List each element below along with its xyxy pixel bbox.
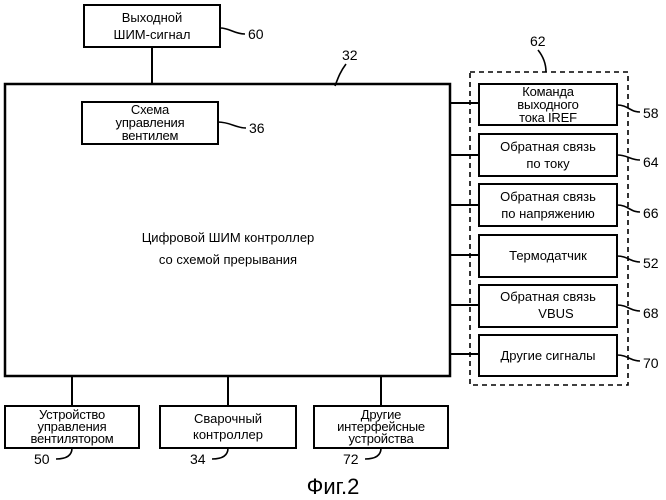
ref-32-label: 32	[342, 47, 358, 63]
ref-32-leader	[335, 64, 346, 86]
ref-62-leader	[538, 50, 546, 72]
other-interfaces-label-3: устройства	[349, 431, 415, 446]
ref-58-label: 58	[643, 105, 659, 121]
ref-34-label: 34	[190, 451, 206, 467]
bottom-wires	[72, 376, 381, 406]
valve-circuit-label-3: вентилем	[122, 128, 179, 143]
ref-50-leader	[56, 448, 72, 459]
voltage-feedback-label-2: по напряжению	[501, 206, 595, 221]
vbus-feedback-label-2: VBUS	[538, 306, 574, 321]
pwm-output-label-1: Выходной	[122, 10, 183, 25]
ref-68-label: 68	[643, 305, 659, 321]
voltage-feedback-block: Обратная связь по напряжению	[479, 184, 617, 226]
ref-34-leader	[212, 448, 228, 459]
ref-64-label: 64	[643, 154, 659, 170]
controller-label-2: со схемой прерывания	[159, 252, 297, 267]
ref-52-label: 52	[643, 255, 659, 271]
ref-62-label: 62	[530, 33, 546, 49]
voltage-feedback-label-1: Обратная связь	[500, 189, 596, 204]
pwm-output-label-2: ШИМ-сигнал	[114, 27, 191, 42]
welding-controller-label-1: Сварочный	[194, 411, 262, 426]
iref-command-label-3: тока IREF	[519, 110, 577, 125]
iref-command-block: Команда выходного тока IREF	[479, 84, 617, 125]
fan-control-label-3: вентилятором	[30, 431, 113, 446]
current-feedback-block: Обратная связь по току	[479, 134, 617, 176]
welding-controller-label-2: контроллер	[193, 427, 263, 442]
welding-controller-block: Сварочный контроллер	[160, 406, 296, 448]
valve-circuit-block: Схема управления вентилем	[82, 102, 218, 144]
ref-60-leader	[220, 28, 245, 34]
controller-label-1: Цифровой ШИМ контроллер	[142, 230, 315, 245]
current-feedback-label-2: по току	[526, 156, 570, 171]
figure-caption: Фиг.2	[307, 474, 360, 499]
ref-72-label: 72	[343, 451, 359, 467]
vbus-feedback-label-1: Обратная связь	[500, 289, 596, 304]
ref-50-label: 50	[34, 451, 50, 467]
other-signals-block: Другие сигналы	[479, 335, 617, 376]
vbus-feedback-block: Обратная связь VBUS	[479, 285, 617, 327]
ref-60-label: 60	[248, 26, 264, 42]
other-signals-label: Другие сигналы	[500, 348, 595, 363]
ref-66-label: 66	[643, 205, 659, 221]
pwm-output-block: Выходной ШИМ-сигнал	[84, 5, 220, 47]
thermo-sensor-label: Термодатчик	[509, 248, 587, 263]
controller-block: Цифровой ШИМ контроллер со схемой прерыв…	[5, 84, 450, 376]
current-feedback-label-1: Обратная связь	[500, 139, 596, 154]
ref-70-label: 70	[643, 355, 659, 371]
thermo-sensor-block: Термодатчик	[479, 235, 617, 277]
fan-control-block: Устройство управления вентилятором	[5, 406, 139, 448]
input-wires	[450, 103, 479, 354]
other-interfaces-block: Другие интерфейсные устройства	[314, 406, 448, 448]
ref-72-leader	[365, 448, 381, 459]
ref-36-label: 36	[249, 120, 265, 136]
